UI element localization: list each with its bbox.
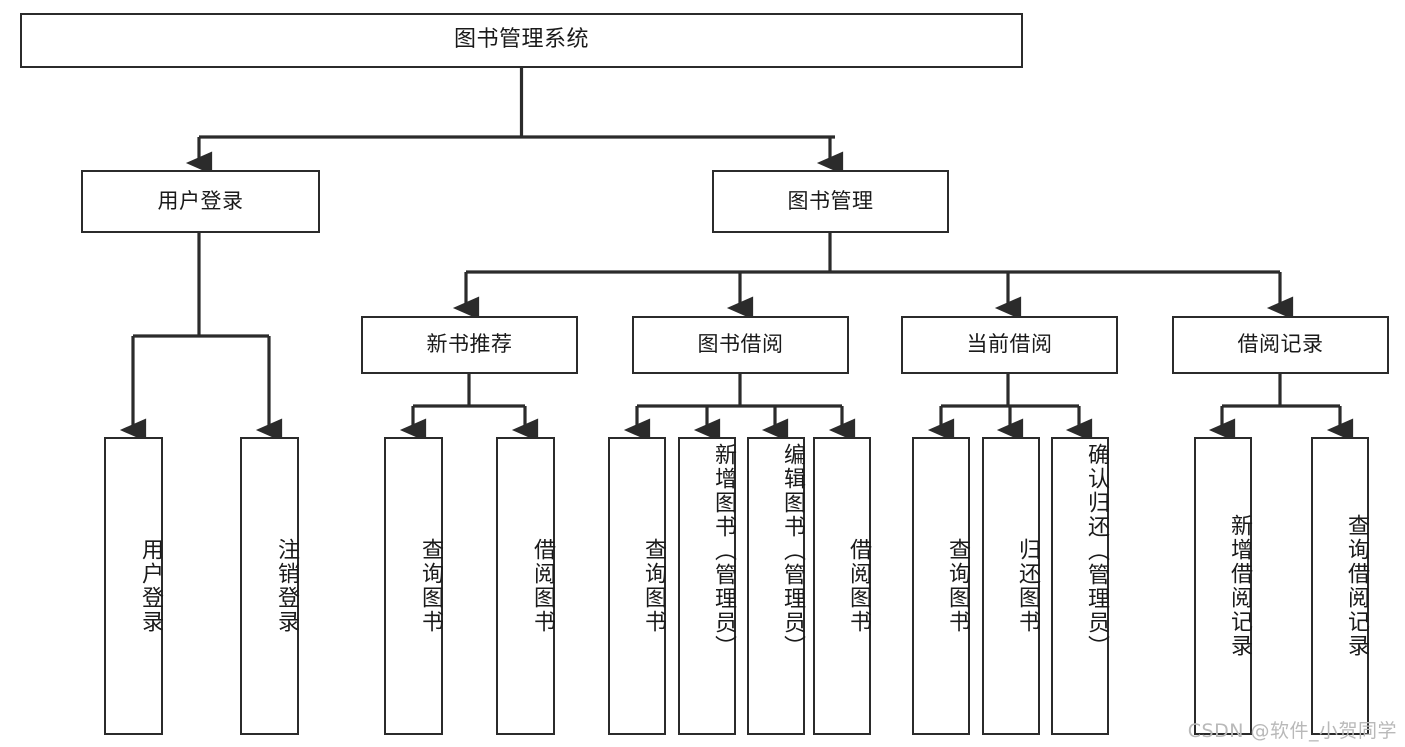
watermark-text: CSDN @软件_小贺同学 (1187, 720, 1397, 742)
vert-text-wrap: 新增借阅记录 (1196, 439, 1252, 733)
node-label: 用户登录 (157, 188, 244, 213)
node-leaf-return-book[interactable]: 归还图书 (982, 437, 1040, 735)
node-book-manage[interactable]: 图书管理 (712, 170, 949, 233)
node-leaf-logout-login[interactable]: 注销登录 (240, 437, 299, 735)
vert-text-wrap: 用户登录 (106, 439, 163, 733)
node-leaf-query-book-borrow[interactable]: 查询图书 (608, 437, 666, 735)
node-leaf-borrow-book-borrow[interactable]: 借阅图书 (813, 437, 871, 735)
node-label: 借阅图书 (846, 538, 871, 634)
node-label: 图书借阅 (697, 332, 784, 357)
node-new-book-recommend[interactable]: 新书推荐 (361, 316, 578, 374)
node-label: 归还图书 (1015, 538, 1040, 634)
vert-text-wrap: 新增图书（管理员） (680, 439, 736, 733)
vert-text-wrap: 借阅图书 (498, 439, 555, 733)
node-leaf-query-book-current[interactable]: 查询图书 (912, 437, 970, 735)
vert-text-wrap: 归还图书 (984, 439, 1040, 733)
node-leaf-edit-book[interactable]: 编辑图书（管理员） (747, 437, 805, 735)
node-label: 当前借阅 (966, 332, 1053, 357)
vert-text-wrap: 查询图书 (610, 439, 666, 733)
node-label: 查询图书 (418, 538, 443, 634)
node-label: 确认归还（管理员） (1084, 443, 1109, 659)
node-label: 新书推荐 (426, 332, 513, 357)
node-label: 新增图书（管理员） (711, 443, 736, 659)
node-leaf-query-borrow-record[interactable]: 查询借阅记录 (1311, 437, 1369, 735)
vert-text-wrap: 确认归还（管理员） (1053, 439, 1109, 733)
node-label: 查询图书 (641, 538, 666, 634)
node-label: 借阅记录 (1237, 332, 1324, 357)
node-label: 借阅图书 (530, 538, 555, 634)
node-leaf-add-borrow-record[interactable]: 新增借阅记录 (1194, 437, 1252, 735)
node-label: 查询图书 (945, 538, 970, 634)
node-leaf-borrow-book-recommend[interactable]: 借阅图书 (496, 437, 555, 735)
node-label: 注销登录 (274, 538, 299, 634)
node-user-login[interactable]: 用户登录 (81, 170, 320, 233)
node-current-borrow[interactable]: 当前借阅 (901, 316, 1118, 374)
node-label: 图书管理 (787, 188, 874, 213)
vert-text-wrap: 借阅图书 (815, 439, 871, 733)
node-book-borrow[interactable]: 图书借阅 (632, 316, 849, 374)
node-label: 查询借阅记录 (1344, 514, 1369, 658)
node-label: 编辑图书（管理员） (780, 443, 805, 659)
node-root-book-management-system[interactable]: 图书管理系统 (20, 13, 1023, 68)
vert-text-wrap: 编辑图书（管理员） (749, 439, 805, 733)
node-leaf-add-book[interactable]: 新增图书（管理员） (678, 437, 736, 735)
vert-text-wrap: 查询借阅记录 (1313, 439, 1369, 733)
node-leaf-confirm-return[interactable]: 确认归还（管理员） (1051, 437, 1109, 735)
vert-text-wrap: 查询图书 (914, 439, 970, 733)
node-label: 用户登录 (138, 538, 163, 634)
node-label: 图书管理系统 (453, 27, 589, 53)
vert-text-wrap: 查询图书 (386, 439, 443, 733)
node-borrow-record[interactable]: 借阅记录 (1172, 316, 1389, 374)
node-leaf-query-book-recommend[interactable]: 查询图书 (384, 437, 443, 735)
node-label: 新增借阅记录 (1227, 514, 1252, 658)
vert-text-wrap: 注销登录 (242, 439, 299, 733)
node-leaf-user-login[interactable]: 用户登录 (104, 437, 163, 735)
